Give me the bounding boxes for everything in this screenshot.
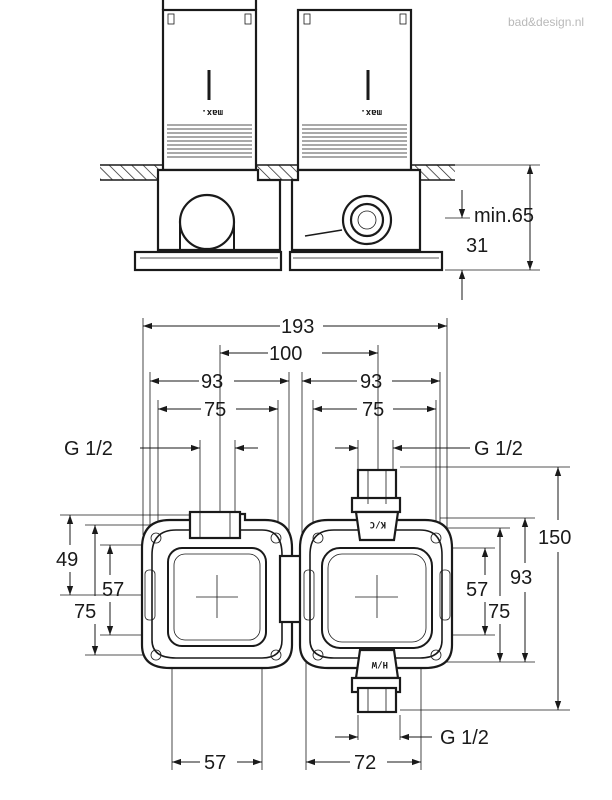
right-outlet-ring-inner xyxy=(349,202,385,238)
dim-left-inner: 75 xyxy=(204,399,226,421)
label-max-right: max. xyxy=(360,107,382,117)
dim-left-half: 93 xyxy=(201,371,223,393)
dim-center-distance: 100 xyxy=(269,343,302,365)
wall-surface-hatch-left xyxy=(100,165,160,180)
watermark: bad&design.nl xyxy=(508,15,584,29)
thread-right-top: G 1/2 xyxy=(474,438,523,460)
mounting-plate-right xyxy=(288,250,444,272)
dim-bottom-57: 57 xyxy=(204,752,226,774)
top-view: 193 100 93 93 75 75 G 1/2 G 1/2 G 1/2 57 xyxy=(56,316,571,774)
label-hot: H/W xyxy=(371,659,388,669)
dim-bottom-72: 72 xyxy=(354,752,376,774)
label-cold: K/C xyxy=(370,519,386,529)
dim-base-thickness: 31 xyxy=(466,235,488,257)
dim-total-width: 193 xyxy=(281,316,314,338)
dim-right-93: 93 xyxy=(510,567,532,589)
mounting-plate-left xyxy=(133,250,283,272)
dim-right-150: 150 xyxy=(538,527,571,549)
left-valve-body xyxy=(140,510,294,670)
dim-left-49: 49 xyxy=(56,549,78,571)
right-sleeve xyxy=(296,8,413,172)
dim-min-depth: min.65 xyxy=(474,205,534,227)
dim-right-57: 57 xyxy=(466,579,488,601)
left-outlet-pipe xyxy=(178,193,236,251)
right-valve-body: K/C H/W xyxy=(298,468,454,714)
thread-bottom: G 1/2 xyxy=(440,727,489,749)
scale-lines-right xyxy=(302,124,407,158)
dim-right-half: 93 xyxy=(360,371,382,393)
wall-surface-hatch-mid xyxy=(255,165,300,180)
label-max-left: max. xyxy=(201,107,223,117)
thread-left: G 1/2 xyxy=(64,438,113,460)
dim-right-75: 75 xyxy=(488,601,510,623)
dim-right-inner: 75 xyxy=(362,399,384,421)
dim-left-57: 57 xyxy=(102,579,124,601)
side-view: max. min. max. m xyxy=(100,0,540,300)
dim-left-75: 75 xyxy=(74,601,96,623)
scale-lines-left xyxy=(167,124,252,158)
wall-surface-hatch-right xyxy=(415,165,455,180)
